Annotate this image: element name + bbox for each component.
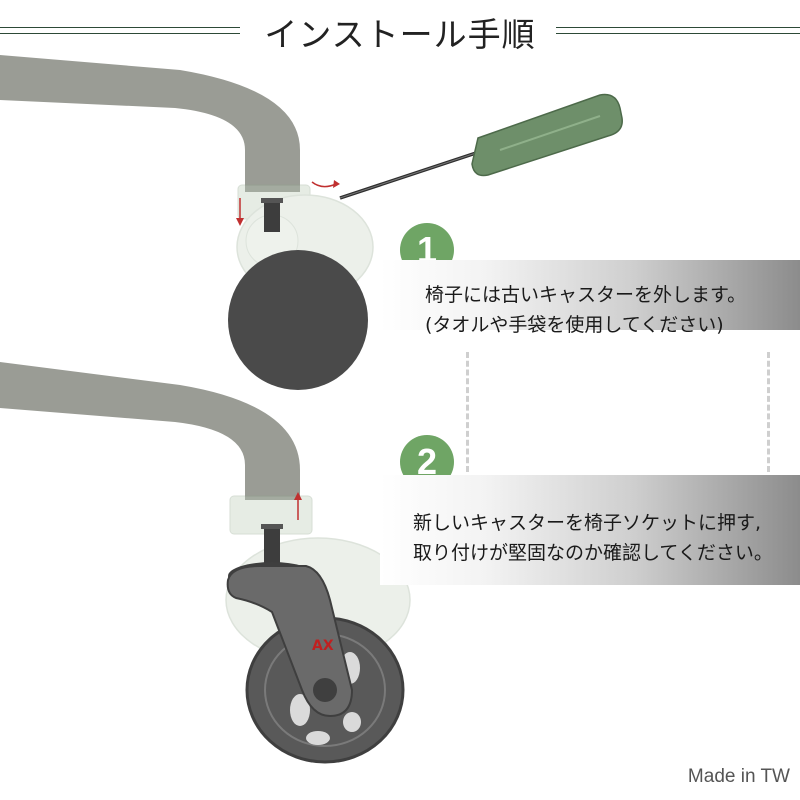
step-1-line-1: 椅子には古いキャスターを外します。 <box>425 284 747 306</box>
chair-arm-bottom <box>0 362 300 500</box>
arrow-up-icon <box>294 492 302 520</box>
title-rule-left-bottom <box>0 33 240 34</box>
arrow-down-icon <box>236 198 244 226</box>
step-1-band <box>380 260 800 330</box>
step-2-text: 新しいキャスターを椅子ソケットに押す, 取り付けが堅固なのか確認してください。 <box>413 508 773 568</box>
title-rule-left-top <box>0 27 240 28</box>
chair-arm-top <box>0 55 300 192</box>
old-caster-stem <box>264 198 280 232</box>
rotate-arrow-icon <box>311 181 337 188</box>
title-rule-right-top <box>556 27 800 28</box>
dashed-connector-right <box>767 352 770 472</box>
screwdriver-icon <box>339 93 623 200</box>
old-caster-wheel <box>228 250 368 390</box>
svg-text:AX: AX <box>312 638 334 654</box>
step-1-text: 椅子には古いキャスターを外します。 (タオルや手袋を使用してください) <box>425 280 746 340</box>
step-2-line-2: 取り付けが堅固なのか確認してください。 <box>413 542 773 564</box>
page-title: インストール手順 <box>264 15 536 54</box>
made-in-label: Made in TW <box>687 766 790 787</box>
new-caster-icon: AX <box>226 524 405 764</box>
title-rule-right-bottom <box>556 33 800 34</box>
step-2-band <box>380 475 800 585</box>
step-2-line-1: 新しいキャスターを椅子ソケットに押す, <box>413 512 762 534</box>
dashed-connector-left <box>466 352 469 472</box>
step-1-line-2: (タオルや手袋を使用してください) <box>425 314 724 336</box>
